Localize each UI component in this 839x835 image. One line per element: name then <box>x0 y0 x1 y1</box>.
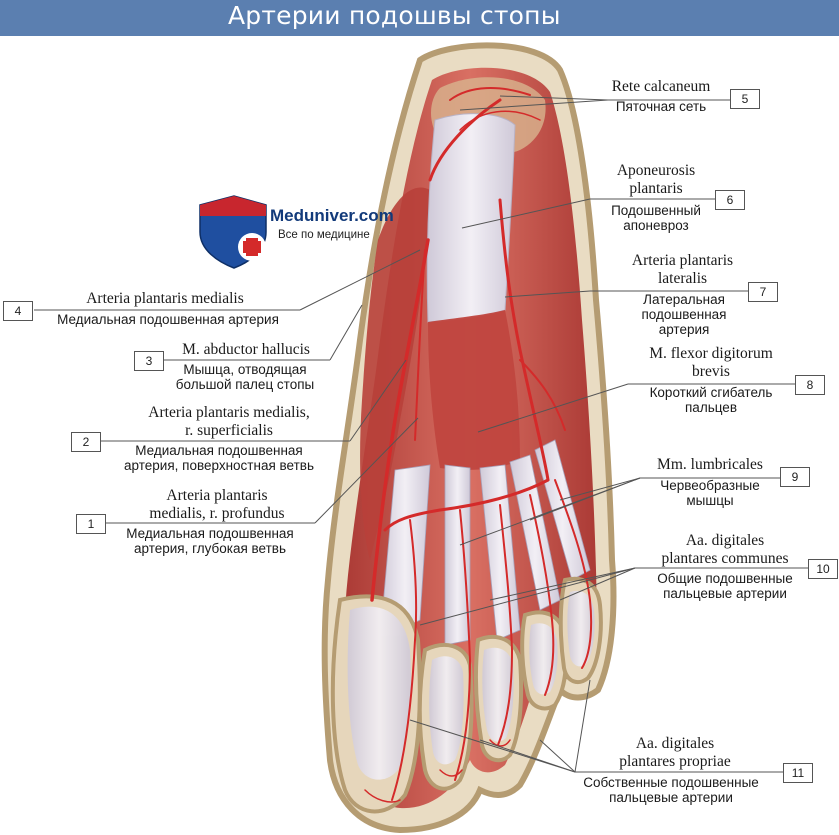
label-4-latin: Arteria plantaris medialis <box>86 290 244 307</box>
label-8-number: 8 <box>795 375 825 395</box>
label-1-number: 1 <box>76 514 106 534</box>
flexor-brevis-muscle <box>428 310 520 470</box>
label-11-number: 11 <box>783 763 813 783</box>
label-4-number: 4 <box>3 301 33 321</box>
flexor-tendons <box>379 439 591 646</box>
label-2-latin: Arteria plantaris medialis,r. superficia… <box>148 404 310 440</box>
label-5-latin: Rete calcaneum <box>611 78 711 95</box>
leader-lines <box>34 95 808 773</box>
logo-tagline: Все по медицине <box>278 229 370 241</box>
label-5-russian: Пяточная сеть <box>615 99 707 114</box>
title-bar: Артерии подошвы стопы <box>0 0 839 36</box>
label-5-number: 5 <box>730 89 760 109</box>
label-6-number: 6 <box>715 190 745 210</box>
label-10-number: 10 <box>808 559 838 579</box>
label-3-latin: M. abductor hallucis <box>182 341 310 358</box>
arteries <box>364 87 593 803</box>
label-7-number: 7 <box>748 282 778 302</box>
label-3-number: 3 <box>134 351 164 371</box>
label-9-number: 9 <box>780 467 810 487</box>
abductor-hallucis-muscle <box>360 187 430 560</box>
label-2-number: 2 <box>71 432 101 452</box>
page-title: Артерии подошвы стопы <box>228 1 561 30</box>
logo-shield <box>199 195 267 269</box>
label-9-latin: Mm. lumbricales <box>657 456 763 473</box>
logo-name: Meduniver.com <box>270 206 394 225</box>
label-4-russian: Медиальная подошвенная артерия <box>57 312 279 327</box>
